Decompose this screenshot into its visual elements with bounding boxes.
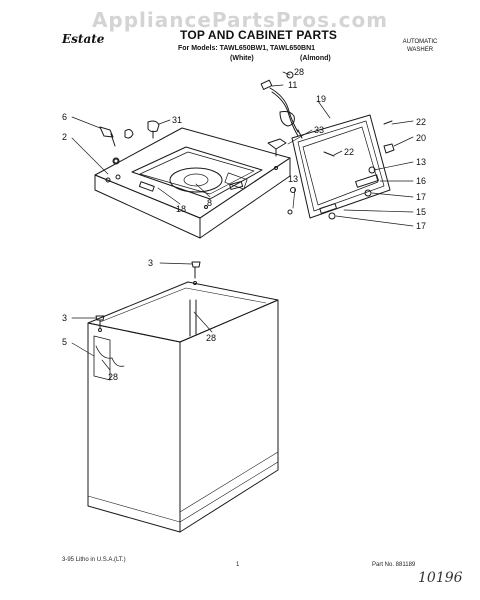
callout-33: 33 — [314, 125, 324, 135]
page-title: TOP AND CABINET PARTS — [180, 28, 338, 42]
cabinet-screw-3a — [191, 261, 201, 279]
color-label-white: (White) — [230, 55, 254, 62]
callout-6: 6 — [62, 112, 67, 122]
lid-switch — [267, 138, 287, 157]
callout-17-upper: 17 — [416, 192, 426, 202]
color-label-almond: (Almond) — [300, 55, 331, 62]
callout-31: 31 — [172, 115, 182, 125]
bumper-2 — [112, 157, 120, 165]
callout-13-right: 13 — [416, 157, 426, 167]
callout-17-lower: 17 — [416, 221, 426, 231]
appliance-type-line1: AUTOMATIC — [402, 39, 438, 45]
page-number: 1 — [236, 562, 240, 568]
appliance-type: AUTOMATIC WASHER — [390, 38, 450, 54]
callout-11: 11 — [288, 80, 297, 90]
callout-5: 5 — [62, 337, 67, 347]
cabinet-screw-3b — [95, 315, 105, 329]
callout-15: 15 — [416, 207, 426, 217]
brand-logo: Estate — [62, 32, 105, 46]
callout-13-left: 13 — [288, 174, 298, 184]
callout-2: 2 — [62, 132, 67, 142]
callout-22-hinge: 22 — [416, 117, 426, 127]
callout-22-lid: 22 — [344, 147, 354, 157]
washer-cabinet — [87, 281, 279, 533]
callout-3-cabinet-left: 3 — [62, 313, 67, 323]
callout-3-cabinet-top: 3 — [148, 258, 153, 268]
washer-top-panel — [94, 127, 291, 239]
callout-18: 18 — [176, 204, 186, 214]
callout-16: 16 — [416, 176, 426, 186]
callout-20: 20 — [416, 133, 426, 143]
callout-28-cabinet-right: 28 — [206, 333, 216, 343]
callout-28-cabinet-left: 28 — [108, 372, 118, 382]
screw-6 — [99, 126, 134, 147]
callout-labels: 28 11 19 6 31 2 33 22 20 22 13 13 16 17 … — [62, 67, 426, 382]
callout-8: 8 — [207, 198, 212, 208]
watermark-text: AppliancePartsPros.com — [91, 8, 389, 32]
print-info: 3-95 Litho in U.S.A.(LT.) — [62, 557, 126, 563]
part-number: Part No. 881189 — [372, 562, 416, 568]
washer-lid — [287, 114, 395, 220]
clip-31 — [147, 120, 160, 139]
callout-19: 19 — [316, 94, 326, 104]
leader-lines — [71, 71, 414, 371]
appliance-type-line2: WASHER — [406, 47, 434, 53]
handwritten-note: 10196 — [418, 570, 463, 586]
callout-28-harness: 28 — [294, 67, 304, 77]
wire-harness — [260, 71, 303, 139]
model-numbers: For Models: TAWL650BW1, TAWL650BN1 — [178, 45, 316, 52]
